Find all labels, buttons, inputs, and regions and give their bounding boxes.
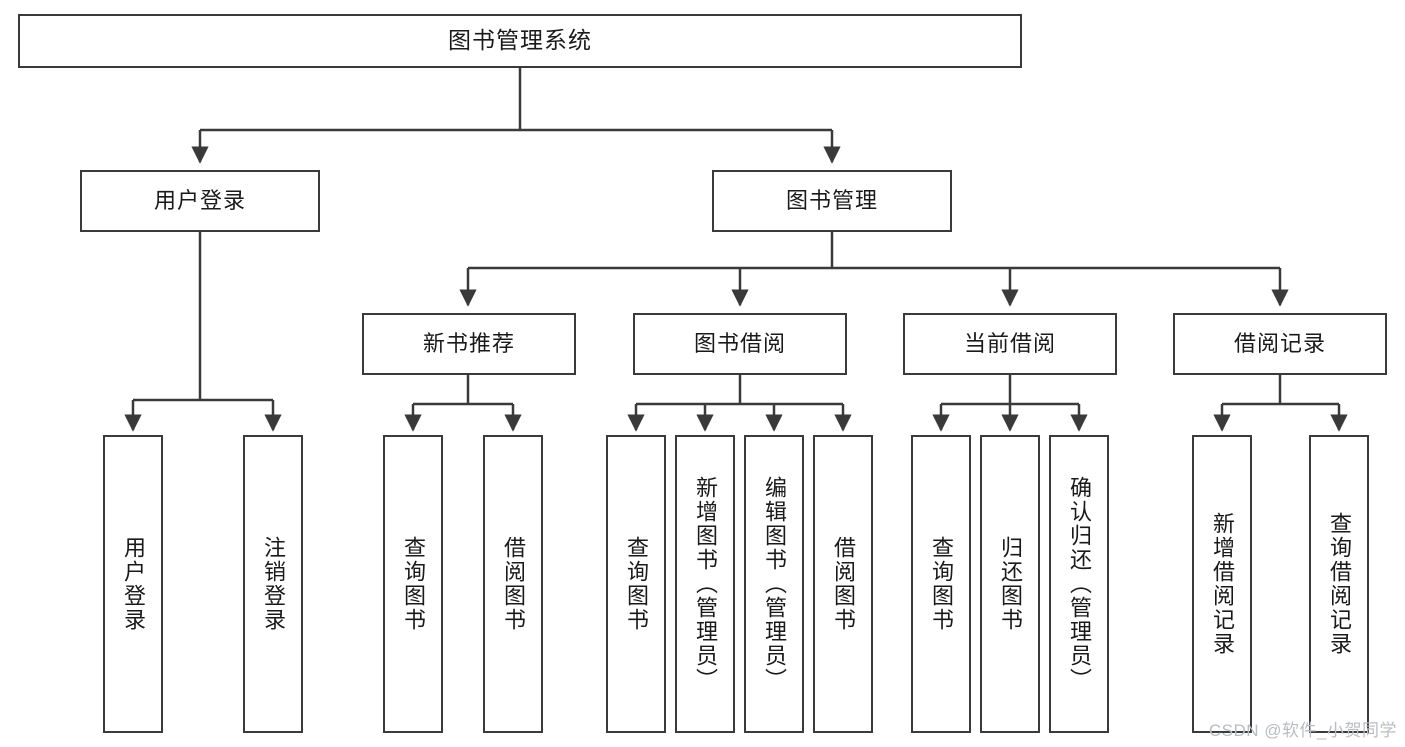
- leaf-return-book[interactable]: 归还图书: [980, 435, 1040, 733]
- node-current-borrow[interactable]: 当前借阅: [903, 313, 1117, 375]
- leaf-logout-label: 注销登录: [261, 536, 286, 632]
- node-book-manage[interactable]: 图书管理: [712, 170, 952, 232]
- leaf-borrow-book-borrow[interactable]: 借阅图书: [813, 435, 873, 733]
- leaf-return-book-label: 归还图书: [998, 536, 1023, 632]
- leaf-query-book-current-label: 查询图书: [929, 536, 954, 632]
- node-book-borrow-label: 图书借阅: [693, 330, 786, 356]
- leaf-edit-book-admin[interactable]: 编辑图书（管理员）: [744, 435, 804, 733]
- leaf-query-borrow-record-label: 查询借阅记录: [1327, 512, 1352, 656]
- leaf-borrow-book-borrow-label: 借阅图书: [831, 536, 856, 632]
- leaf-borrow-book-recommend[interactable]: 借阅图书: [483, 435, 543, 733]
- leaf-query-borrow-record[interactable]: 查询借阅记录: [1309, 435, 1369, 733]
- leaf-add-borrow-record-label: 新增借阅记录: [1210, 512, 1235, 656]
- node-current-borrow-label: 当前借阅: [963, 330, 1056, 356]
- leaf-logout[interactable]: 注销登录: [243, 435, 303, 733]
- leaf-query-book-recommend-label: 查询图书: [401, 536, 426, 632]
- node-borrow-record-label: 借阅记录: [1233, 330, 1326, 356]
- leaf-borrow-book-recommend-label: 借阅图书: [501, 536, 526, 632]
- node-new-book-recommend[interactable]: 新书推荐: [362, 313, 576, 375]
- node-user-login[interactable]: 用户登录: [80, 170, 320, 232]
- leaf-edit-book-admin-label: 编辑图书（管理员）: [762, 476, 787, 692]
- leaf-add-book-admin-label: 新增图书（管理员）: [693, 476, 718, 692]
- leaf-user-login-label: 用户登录: [121, 536, 146, 632]
- leaf-confirm-return-admin[interactable]: 确认归还（管理员）: [1049, 435, 1109, 733]
- leaf-add-borrow-record[interactable]: 新增借阅记录: [1192, 435, 1252, 733]
- node-root-label: 图书管理系统: [448, 27, 592, 54]
- node-borrow-record[interactable]: 借阅记录: [1173, 313, 1387, 375]
- leaf-query-book-current[interactable]: 查询图书: [911, 435, 971, 733]
- node-book-manage-label: 图书管理: [785, 187, 878, 213]
- leaf-confirm-return-admin-label: 确认归还（管理员）: [1067, 476, 1092, 692]
- leaf-add-book-admin[interactable]: 新增图书（管理员）: [675, 435, 735, 733]
- node-new-book-recommend-label: 新书推荐: [422, 330, 515, 356]
- node-root[interactable]: 图书管理系统: [18, 14, 1022, 68]
- leaf-query-book-borrow[interactable]: 查询图书: [606, 435, 666, 733]
- node-user-login-label: 用户登录: [153, 187, 246, 213]
- node-book-borrow[interactable]: 图书借阅: [633, 313, 847, 375]
- leaf-query-book-borrow-label: 查询图书: [624, 536, 649, 632]
- leaf-query-book-recommend[interactable]: 查询图书: [383, 435, 443, 733]
- leaf-user-login[interactable]: 用户登录: [103, 435, 163, 733]
